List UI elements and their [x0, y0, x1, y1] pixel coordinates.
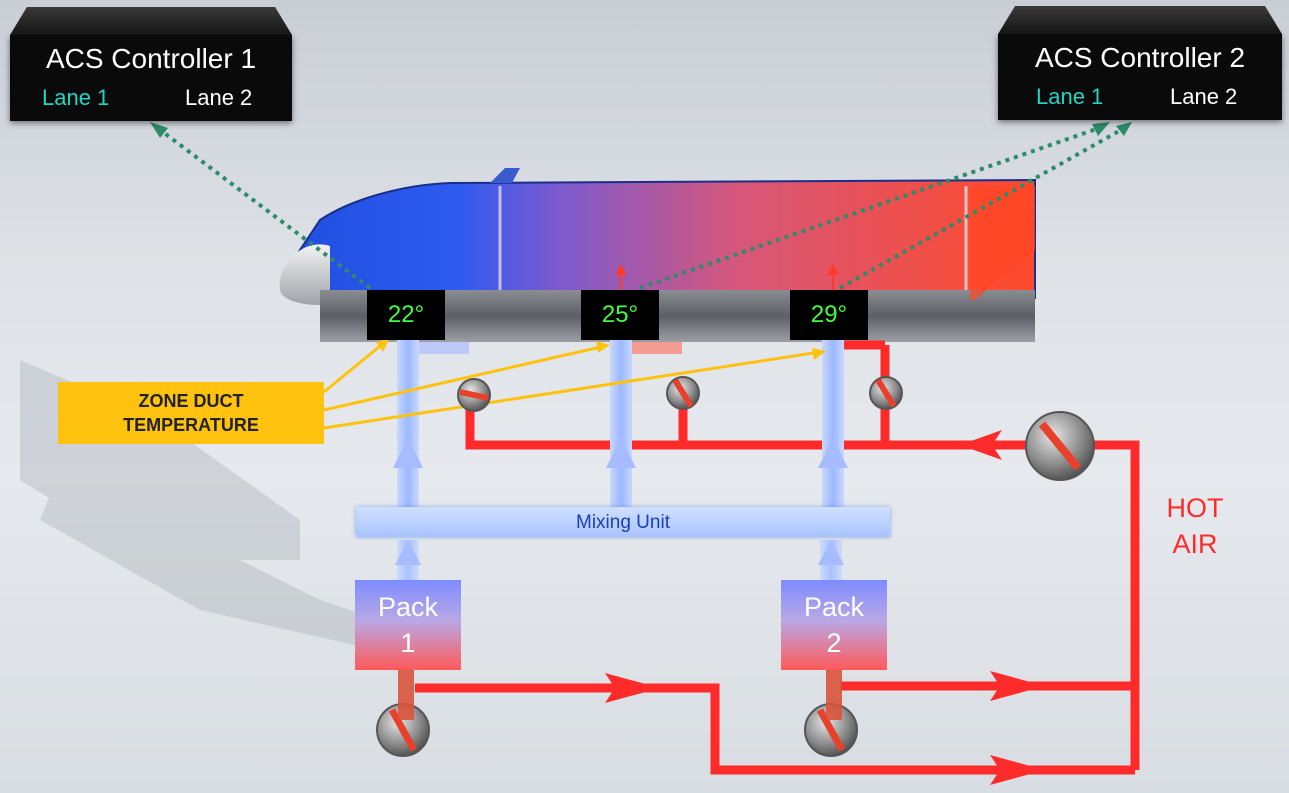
controller-1-lane-2: Lane 2	[185, 85, 253, 110]
controller-1-bevel	[10, 7, 292, 35]
zone-duct-temperature-label: ZONE DUCT TEMPERATURE	[58, 382, 324, 444]
zone-1-temperature: 22°	[367, 290, 445, 340]
trim-valve-3[interactable]	[869, 376, 903, 410]
controller-data-links	[153, 124, 1129, 290]
cabin-supply-arrows	[615, 263, 839, 290]
cold-air-flow-arrows	[393, 438, 848, 565]
acs-controller-2: ACS Controller 2 Lane 1 Lane 2	[998, 6, 1282, 120]
hot-air-valve[interactable]	[1025, 411, 1095, 481]
zone-duct-pointers	[323, 340, 821, 430]
zone-duct-label-line-2: TEMPERATURE	[123, 415, 259, 435]
pack-valve-2[interactable]	[804, 670, 858, 757]
pack-1-line-2: 1	[400, 628, 416, 658]
controller-2-bevel	[998, 6, 1282, 34]
pack-1-line-1: Pack	[377, 592, 439, 622]
controller-2-lane-2: Lane 2	[1170, 84, 1238, 109]
mixing-unit: Mixing Unit	[356, 507, 890, 537]
controller-2-title: ACS Controller 2	[1034, 42, 1246, 73]
zone-duct-pointer-heads	[376, 338, 826, 360]
controller-1-lane-1: Lane 1	[42, 85, 110, 110]
zone-duct-label-line-1: ZONE DUCT	[138, 391, 244, 411]
pack-2: Pack 2	[781, 580, 887, 670]
hot-air-flow-arrows	[605, 430, 1045, 785]
zone-2-temperature: 25°	[581, 290, 659, 340]
acs-controller-1: ACS Controller 1 Lane 1 Lane 2	[10, 7, 292, 121]
pack-2-line-1: Pack	[803, 592, 865, 622]
hot-air-line-1: HOT	[1166, 493, 1224, 523]
pack-valve-1[interactable]	[376, 670, 430, 757]
hot-air-label: HOT AIR	[1150, 490, 1240, 562]
hot-air-line-2: AIR	[1172, 529, 1218, 559]
data-link-arrowheads	[150, 122, 1132, 138]
pack-1: Pack 1	[355, 580, 461, 670]
pack-2-line-2: 2	[826, 628, 842, 658]
controller-2-lane-1: Lane 1	[1036, 84, 1104, 109]
zone-3-temperature: 29°	[790, 290, 868, 340]
fuselage	[279, 168, 1036, 342]
controller-1-title: ACS Controller 1	[45, 43, 257, 74]
trim-valve-2[interactable]	[666, 376, 700, 410]
hot-air-trim-network	[415, 340, 1140, 775]
trim-valve-1[interactable]	[457, 378, 491, 412]
